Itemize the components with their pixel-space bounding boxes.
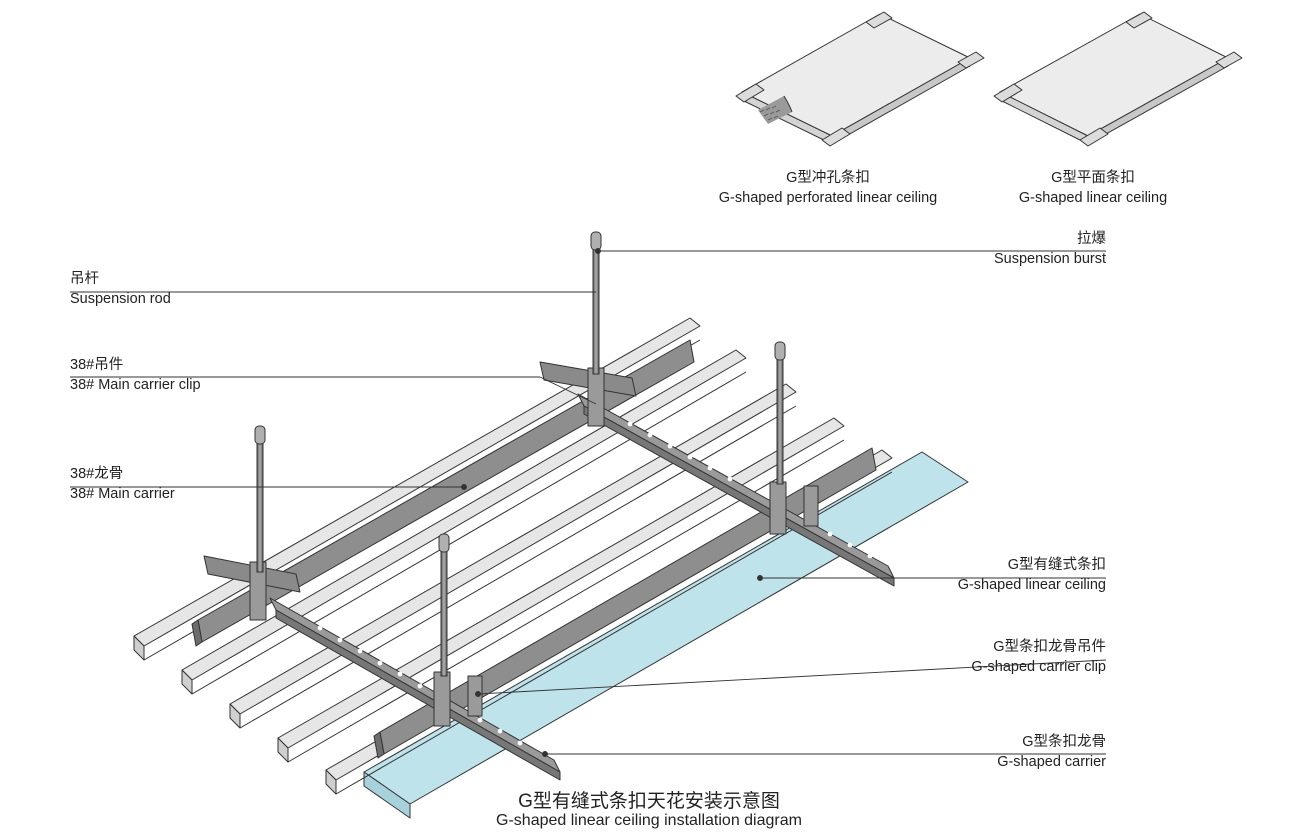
main-carriers (191, 339, 877, 759)
carrier-clips (203, 361, 819, 727)
callout-main-carrier: 38#龙骨 38# Main carrier (70, 466, 175, 503)
flat-panel-thumbnail (993, 11, 1243, 147)
main-carrier-cn: 38#龙骨 (70, 466, 124, 482)
callout-carrier: G型条扣龙骨 G-shaped carrier (906, 734, 1106, 771)
suspension-burst-en: Suspension burst (993, 251, 1106, 267)
main-carrier-clip-cn: 38#吊件 (70, 357, 124, 373)
callout-suspension-rod: 吊杆 Suspension rod (70, 271, 171, 308)
callout-main-carrier-clip: 38#吊件 38# Main carrier clip (70, 357, 201, 394)
perforated-panel-en: G-shaped perforated linear ceiling (718, 190, 938, 206)
perforated-panel-cn: G型冲孔条扣 (786, 170, 870, 186)
suspension-rod-en: Suspension rod (70, 291, 171, 307)
diagram-title-en: G-shaped linear ceiling installation dia… (496, 812, 802, 829)
main-carrier-en: 38# Main carrier (70, 486, 175, 502)
callout-linear-ceiling: G型有缝式条扣 G-shaped linear ceiling (906, 557, 1106, 594)
diagram-title-cn: G型有缝式条扣天花安装示意图 (518, 791, 780, 812)
linear-ceiling-cn: G型有缝式条扣 (1007, 557, 1106, 573)
carrier-en: G-shaped carrier (997, 754, 1106, 770)
flat-panel-en: G-shaped linear ceiling (1018, 190, 1168, 206)
linear-ceiling-en: G-shaped linear ceiling (957, 577, 1106, 593)
main-carrier-clip-en: 38# Main carrier clip (70, 377, 201, 393)
carrier-clip-cn: G型条扣龙骨吊件 (993, 639, 1106, 655)
perforated-panel-thumbnail (735, 11, 985, 147)
g-shaped-carriers (269, 393, 895, 781)
callout-suspension-burst: 拉爆 Suspension burst (906, 231, 1106, 268)
carrier-cn: G型条扣龙骨 (1022, 734, 1106, 750)
flat-panel-caption: G型平面条扣 G-shaped linear ceiling (1000, 170, 1186, 207)
carrier-clip-en: G-shaped carrier clip (971, 659, 1106, 675)
leader-lines (70, 248, 1107, 757)
suspension-rods (254, 231, 786, 677)
perforated-panel-caption: G型冲孔条扣 G-shaped perforated linear ceilin… (718, 170, 938, 207)
callout-carrier-clip: G型条扣龙骨吊件 G-shaped carrier clip (906, 639, 1106, 676)
flat-panel-cn: G型平面条扣 (1051, 170, 1135, 186)
suspension-rod-cn: 吊杆 (70, 271, 99, 287)
suspension-burst-cn: 拉爆 (1077, 231, 1106, 247)
